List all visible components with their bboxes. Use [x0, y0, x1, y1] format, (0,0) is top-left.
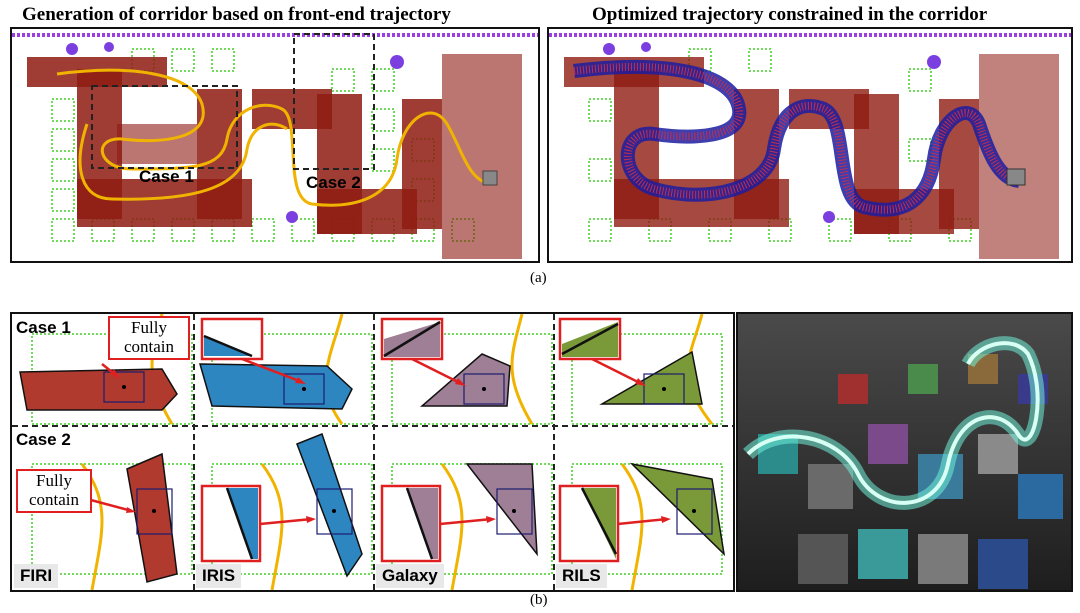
galaxy-polygon-case2 [465, 463, 538, 557]
method-label-galaxy: Galaxy [376, 564, 444, 588]
rils-polygon-case2 [629, 462, 726, 557]
galaxy-polygon-case1 [419, 353, 511, 407]
case2-label: Case 2 [306, 173, 361, 192]
corridor-generation-panel: Case 1 Case 2 [10, 27, 540, 263]
robot-marker [1006, 168, 1026, 186]
corridor-generation-map [12, 33, 538, 259]
fully-contain-callout-case2: Fully contain [16, 469, 92, 513]
case1-label: Case 1 [139, 167, 194, 186]
iris-polygon-case1 [199, 363, 353, 410]
fully-contain-callout-case1: Fully contain [108, 316, 190, 360]
case1-box [91, 85, 238, 169]
method-label-rils: RILS [556, 564, 607, 588]
light-trajectory-core [746, 341, 1040, 505]
real-world-photo-panel [736, 312, 1073, 592]
row-label-case2: Case 2 [16, 430, 71, 449]
comparison-grid [12, 314, 733, 590]
optimized-trajectory-map [549, 33, 1071, 259]
case2-box [293, 33, 375, 170]
real-world-photo [738, 314, 1071, 590]
caption-a: (a) [530, 270, 547, 286]
iris-polygon-case2 [296, 433, 363, 578]
purple-obstacles [66, 42, 404, 223]
left-panel-title: Generation of corridor based on front-en… [22, 4, 451, 25]
firi-polygon-case1 [19, 368, 178, 411]
caption-b: (b) [530, 592, 548, 608]
callout-arrows [86, 357, 668, 526]
convex-decomposition-comparison: Case 1 Case 2 Fully contain Fully contai… [10, 312, 735, 592]
method-label-iris: IRIS [196, 564, 242, 588]
front-end-trajectory-segment [78, 122, 288, 201]
corridor-boxes [27, 54, 522, 259]
row-label-case1: Case 1 [16, 318, 71, 337]
right-panel-title: Optimized trajectory constrained in the … [592, 4, 988, 25]
method-label-firi: FIRI [14, 564, 59, 588]
trajectory-footprints [573, 62, 1020, 214]
front-end-trajectory [56, 68, 491, 207]
firi-polygon-case2 [126, 452, 178, 583]
robot-marker [482, 170, 498, 186]
optimized-trajectory-panel [547, 27, 1073, 263]
